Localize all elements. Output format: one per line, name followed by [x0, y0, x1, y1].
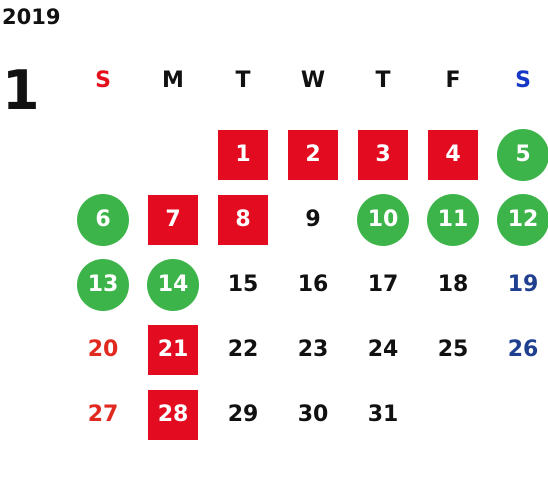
day-number-28: 28 — [148, 389, 198, 440]
day-number-20: 20 — [87, 336, 119, 362]
day-number-18: 18 — [437, 271, 469, 297]
day-number-6: 6 — [77, 193, 129, 246]
day-number-10: 10 — [357, 193, 409, 246]
day-cell-26[interactable]: 26 — [488, 317, 548, 382]
day-cell-17[interactable]: 17 — [348, 252, 418, 317]
day-number-8: 8 — [218, 194, 268, 245]
day-cell-27[interactable]: 27 — [68, 382, 138, 447]
day-cell-3[interactable]: 3 — [348, 122, 418, 187]
day-cell-19[interactable]: 19 — [488, 252, 548, 317]
year-label: 2019 — [2, 5, 61, 29]
day-number-16: 16 — [297, 271, 329, 297]
weekday-label-6: S — [515, 68, 531, 93]
day-cell-20[interactable]: 20 — [68, 317, 138, 382]
day-number-1: 1 — [218, 129, 268, 180]
day-number-25: 25 — [437, 336, 469, 362]
day-number-7: 7 — [148, 194, 198, 245]
day-number-15: 15 — [227, 271, 259, 297]
weekday-label-1: M — [162, 68, 184, 93]
day-cell-23[interactable]: 23 — [278, 317, 348, 382]
day-cell-24[interactable]: 24 — [348, 317, 418, 382]
day-cell-25[interactable]: 25 — [418, 317, 488, 382]
day-cell-12[interactable]: 12 — [488, 187, 548, 252]
day-number-3: 3 — [358, 129, 408, 180]
day-number-2: 2 — [288, 129, 338, 180]
day-cell-22[interactable]: 22 — [208, 317, 278, 382]
day-number-11: 11 — [427, 193, 479, 246]
weekday-label-3: W — [300, 68, 326, 93]
day-cell-11[interactable]: 11 — [418, 187, 488, 252]
day-number-24: 24 — [367, 336, 399, 362]
day-cell-4[interactable]: 4 — [418, 122, 488, 187]
day-cell-30[interactable]: 30 — [278, 382, 348, 447]
day-cell-14[interactable]: 14 — [138, 252, 208, 317]
month-number: 1 — [2, 59, 40, 122]
day-cell-10[interactable]: 10 — [348, 187, 418, 252]
day-cell-9[interactable]: 9 — [278, 187, 348, 252]
day-number-12: 12 — [497, 193, 548, 246]
day-number-5: 5 — [497, 128, 548, 181]
day-number-14: 14 — [147, 258, 199, 311]
day-number-29: 29 — [227, 401, 259, 427]
day-cell-16[interactable]: 16 — [278, 252, 348, 317]
day-number-26: 26 — [507, 336, 539, 362]
day-number-27: 27 — [87, 401, 119, 427]
day-number-30: 30 — [297, 401, 329, 427]
day-number-21: 21 — [148, 324, 198, 375]
day-number-4: 4 — [428, 129, 478, 180]
day-cell-2[interactable]: 2 — [278, 122, 348, 187]
day-number-19: 19 — [507, 271, 539, 297]
day-number-31: 31 — [367, 401, 399, 427]
day-number-9: 9 — [305, 206, 321, 232]
day-cell-5[interactable]: 5 — [488, 122, 548, 187]
day-cell-13[interactable]: 13 — [68, 252, 138, 317]
day-number-22: 22 — [227, 336, 259, 362]
weekday-label-2: T — [235, 68, 251, 93]
day-cell-29[interactable]: 29 — [208, 382, 278, 447]
weekday-label-4: T — [375, 68, 391, 93]
day-cell-28[interactable]: 28 — [138, 382, 208, 447]
day-cell-18[interactable]: 18 — [418, 252, 488, 317]
day-cell-8[interactable]: 8 — [208, 187, 278, 252]
day-cell-7[interactable]: 7 — [138, 187, 208, 252]
day-cell-21[interactable]: 21 — [138, 317, 208, 382]
day-number-13: 13 — [77, 258, 129, 311]
day-cell-31[interactable]: 31 — [348, 382, 418, 447]
day-number-17: 17 — [367, 271, 399, 297]
day-cell-1[interactable]: 1 — [208, 122, 278, 187]
day-number-23: 23 — [297, 336, 329, 362]
weekday-label-5: F — [445, 68, 461, 93]
weekday-label-0: S — [95, 68, 111, 93]
day-cell-15[interactable]: 15 — [208, 252, 278, 317]
day-cell-6[interactable]: 6 — [68, 187, 138, 252]
